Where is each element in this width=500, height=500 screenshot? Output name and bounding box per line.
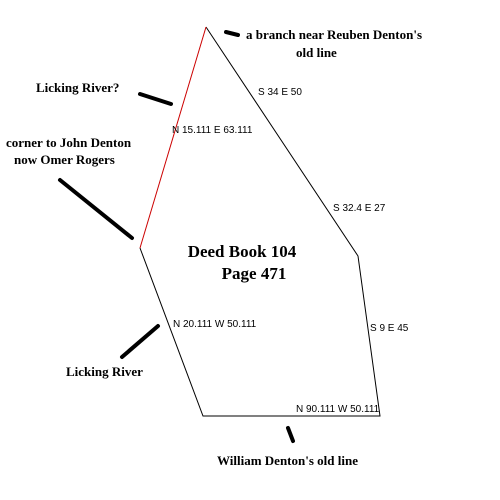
licking-river-q-pointer bbox=[138, 92, 173, 106]
corner-note-line1: corner to John Denton bbox=[6, 135, 132, 150]
bearing-s9: S 9 E 45 bbox=[370, 323, 409, 334]
licking-river-label: Licking River bbox=[66, 364, 143, 379]
parcel-boundary bbox=[139, 26, 381, 417]
corner-pointer bbox=[58, 178, 134, 240]
william-line-pointer bbox=[286, 426, 295, 443]
river-edge-line bbox=[139, 26, 207, 249]
branch-pointer bbox=[224, 30, 240, 37]
bearing-n20: N 20.111 W 50.111 bbox=[173, 319, 257, 330]
branch-note-line1: a branch near Reuben Denton's bbox=[246, 27, 422, 42]
licking-river-question-label: Licking River? bbox=[36, 80, 119, 95]
bearing-n15: N 15.111 E 63.111 bbox=[172, 125, 253, 136]
bearing-n90: N 90.111 W 50.111 bbox=[296, 404, 380, 415]
licking-river-pointer bbox=[120, 324, 160, 359]
corner-note-line2: now Omer Rogers bbox=[14, 152, 115, 167]
deed-title-line1: Deed Book 104 bbox=[188, 242, 297, 261]
deed-title-line2: Page 471 bbox=[222, 264, 287, 283]
william-denton-line-label: William Denton's old line bbox=[217, 453, 358, 468]
bearing-s32: S 32.4 E 27 bbox=[333, 203, 386, 214]
bearing-s34: S 34 E 50 bbox=[258, 87, 302, 98]
branch-note-line2: old line bbox=[296, 45, 337, 60]
